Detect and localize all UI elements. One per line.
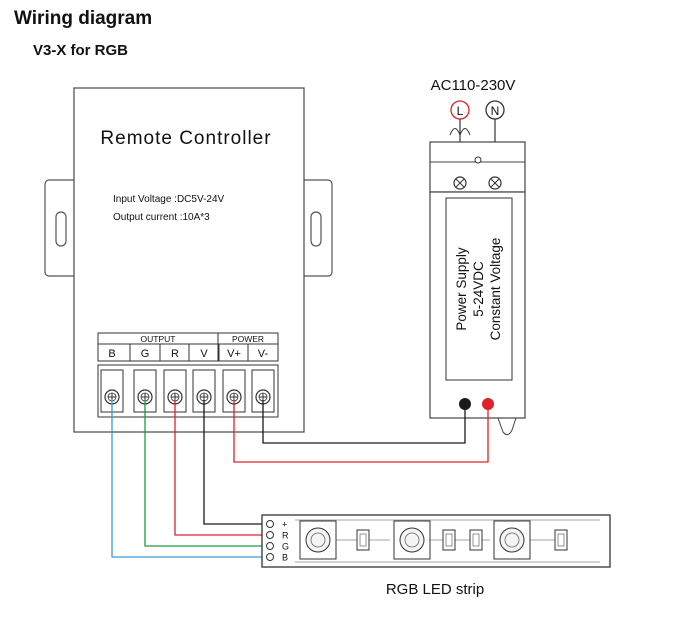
strip-pin-pad	[266, 531, 274, 539]
strip-pin-label-3: G	[282, 542, 289, 552]
psu-top-cap	[429, 141, 526, 193]
power-group-label: POWER	[232, 334, 264, 344]
strip-pin-pad	[266, 553, 274, 561]
output-current-text: Output current :10A*3	[113, 212, 210, 223]
terminal-label-2: G	[141, 348, 150, 360]
power-wires	[233, 400, 489, 463]
blue-wire	[111, 400, 262, 558]
black-wire	[203, 400, 262, 525]
terminal-block	[97, 364, 279, 418]
diagram-subtitle: V3-X for RGB	[33, 42, 129, 59]
left-mount-slot	[55, 211, 67, 247]
terminal-label-5: V+	[227, 348, 241, 360]
psu-line3: Constant Voltage	[488, 238, 503, 341]
remote-controller: Remote Controller Input Voltage :DC5V-24…	[44, 87, 333, 433]
green-wire	[144, 400, 262, 547]
strip-pin-label-2: R	[282, 531, 289, 541]
strip-pin-label-1: +	[282, 520, 287, 530]
psu-line2: 5-24VDC	[471, 261, 486, 317]
right-mount-slot	[310, 211, 322, 247]
terminal-label-1: B	[108, 348, 115, 360]
positive-power-wire	[233, 400, 489, 463]
neutral-label: N	[491, 104, 500, 118]
controller-title: Remote Controller	[100, 128, 271, 149]
diagram-title: Wiring diagram	[14, 8, 153, 29]
output-group-label: OUTPUT	[141, 334, 176, 344]
strip-label: RGB LED strip	[386, 581, 484, 598]
input-voltage-text: Input Voltage :DC5V-24V	[113, 194, 225, 205]
terminal-label-6: V-	[258, 348, 269, 360]
power-supply: AC110-230V L N Power Supply 5-24VDC Cons…	[429, 77, 526, 436]
red-wire	[174, 400, 262, 536]
ac-voltage-label: AC110-230V	[431, 77, 516, 94]
strip-pin-pad	[266, 520, 274, 528]
psu-label-panel	[445, 197, 513, 381]
strip-pin-label-4: B	[282, 553, 288, 563]
rgb-led-strip: +RGB RGB LED strip	[261, 514, 611, 598]
negative-power-wire	[262, 400, 466, 444]
live-label: L	[457, 104, 464, 118]
strip-pin-pad	[266, 542, 274, 550]
terminal-label-3: R	[171, 348, 179, 360]
psu-line1: Power Supply	[454, 247, 469, 331]
terminal-label-4: V	[200, 348, 208, 360]
signal-wires	[111, 400, 262, 558]
